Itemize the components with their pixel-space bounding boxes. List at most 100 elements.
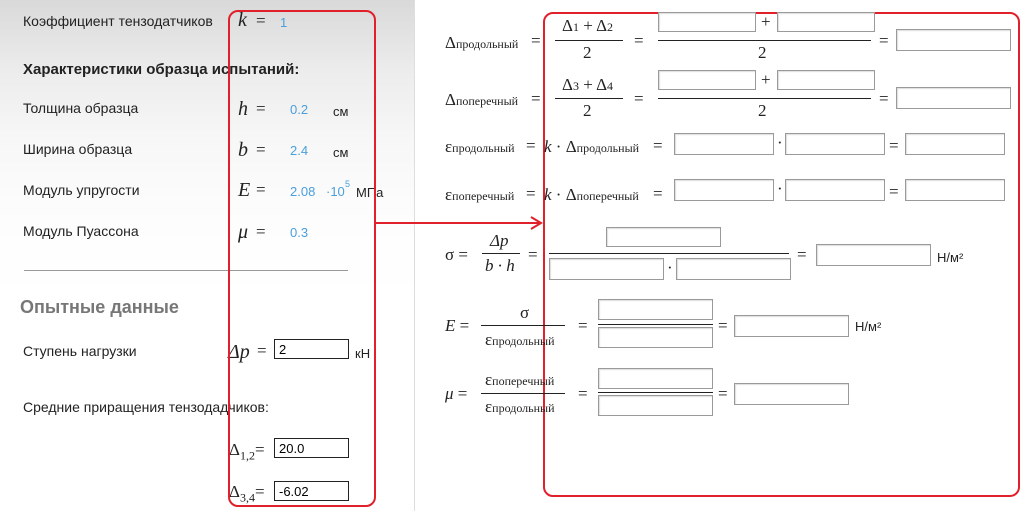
eps-long-result-box[interactable] xyxy=(905,133,1005,155)
modulus-eq: = xyxy=(256,180,266,199)
sample-heading: Характеристики образца испытаний: xyxy=(23,61,300,78)
gauge-factor-value: 1 xyxy=(280,15,288,30)
sigma-height-box[interactable] xyxy=(676,258,791,280)
delta2-result-box[interactable] xyxy=(777,12,875,32)
poisson-result-box[interactable] xyxy=(734,383,849,405)
eps-trans-factor1-box[interactable] xyxy=(674,179,774,201)
eps-trans-result-box[interactable] xyxy=(905,179,1005,201)
poisson-denominator-box[interactable] xyxy=(598,395,713,416)
d34-input[interactable] xyxy=(274,481,349,501)
modulus-denominator-box[interactable] xyxy=(598,327,713,348)
eps-trans-rhs: k · Δпоперечный xyxy=(544,185,639,204)
poisson-label: Модуль Пуассона xyxy=(23,223,139,239)
eps-long-factor2-box[interactable] xyxy=(785,133,885,155)
fraction-bar xyxy=(482,253,520,254)
d12-input[interactable] xyxy=(274,438,349,458)
eq-sign: = xyxy=(578,384,588,403)
eq-sign: = xyxy=(879,31,889,50)
load-step-input[interactable] xyxy=(274,339,349,359)
eq-sign: = xyxy=(653,184,663,203)
denominator-two: 2 xyxy=(758,43,767,62)
eq-sign: = xyxy=(634,89,644,108)
modulus-result-box[interactable] xyxy=(734,315,849,337)
sigma-unit: Н/м² xyxy=(937,250,964,265)
fraction-bar xyxy=(658,98,871,99)
poisson-formula-label: μ = xyxy=(445,384,468,403)
delta3-result-box[interactable] xyxy=(658,70,756,90)
eq-sign: = xyxy=(718,316,728,335)
d34-symbol: Δ3,4= xyxy=(229,482,265,505)
gauge-factor-label: Коэффициент тензодатчиков xyxy=(23,13,213,29)
width-unit: см xyxy=(333,145,349,160)
delta-trans-label: Δпоперечный xyxy=(445,90,519,109)
eps-long-label: εпродольный xyxy=(445,137,515,156)
width-value: 2.4 xyxy=(290,143,309,158)
denominator-two: 2 xyxy=(758,101,767,120)
sigma-width-box[interactable] xyxy=(549,258,664,280)
eq-sign: = xyxy=(528,245,538,264)
d12-symbol: Δ1,2= xyxy=(229,440,265,463)
experiment-heading: Опытные данные xyxy=(20,297,179,317)
load-step-label: Ступень нагрузки xyxy=(23,343,137,359)
fraction-bar xyxy=(481,393,565,394)
delta1-result-box[interactable] xyxy=(658,12,756,32)
poisson-denominator: εпродольный xyxy=(485,397,555,416)
eq-sign: = xyxy=(531,31,541,50)
eq-sign: = xyxy=(718,384,728,403)
width-label: Ширина образца xyxy=(23,141,133,157)
modulus-formula-label: E = xyxy=(445,316,470,335)
fraction-bar xyxy=(555,98,623,99)
modulus-label: Модуль упругости xyxy=(23,182,140,198)
panel-divider xyxy=(414,0,415,511)
poisson-numerator-box[interactable] xyxy=(598,368,713,389)
poisson-eq: = xyxy=(256,222,266,241)
eq-sign: = xyxy=(526,136,536,155)
modulus-exponent: 5 xyxy=(345,179,351,189)
poisson-value: 0.3 xyxy=(290,225,309,240)
delta-long-label: Δпродольный xyxy=(445,33,519,52)
eq-sign: = xyxy=(653,136,663,155)
width-symbol: b xyxy=(238,139,248,161)
eps-trans-label: εпоперечный xyxy=(445,185,515,204)
eq-sign: = xyxy=(889,182,899,201)
modulus-symbol: E xyxy=(238,179,251,201)
sigma-numerator: Δp xyxy=(490,231,509,250)
load-step-eq: = xyxy=(257,341,267,360)
eq-sign: = xyxy=(634,31,644,50)
sigma-denominator: b · h xyxy=(485,256,515,275)
modulus-multiplier: ·10 xyxy=(326,184,345,199)
eps-trans-factor2-box[interactable] xyxy=(785,179,885,201)
modulus-numerator-box[interactable] xyxy=(598,299,713,320)
modulus-value: 2.08 xyxy=(290,184,316,199)
sigma-numerator-box[interactable] xyxy=(606,227,721,247)
increments-label: Средние приращения тензодадчиков: xyxy=(23,399,269,415)
arrow-icon xyxy=(376,216,543,230)
fraction-bar xyxy=(598,324,713,325)
gauge-factor-eq: = xyxy=(256,11,266,30)
poisson-symbol: μ xyxy=(238,221,249,243)
width-eq: = xyxy=(256,140,266,159)
thickness-unit: см xyxy=(333,104,349,119)
delta-trans-result-box[interactable] xyxy=(896,87,1011,109)
plus-sign: + xyxy=(761,12,771,31)
dot-sign: · xyxy=(777,179,783,198)
thickness-value: 0.2 xyxy=(290,102,309,117)
load-step-unit: кН xyxy=(355,346,371,361)
modulus-denominator: εпродольный xyxy=(485,330,555,349)
eq-sign: = xyxy=(797,245,807,264)
dot-sign: · xyxy=(667,258,673,277)
plus-sign: + xyxy=(761,70,771,89)
gauge-factor-symbol: k xyxy=(238,9,247,31)
modulus-unit: Н/м² xyxy=(855,319,882,334)
delta4-result-box[interactable] xyxy=(777,70,875,90)
sigma-result-box[interactable] xyxy=(816,244,931,266)
input-highlight-frame xyxy=(228,10,376,507)
fraction-bar xyxy=(555,40,623,41)
poisson-numerator: εпоперечный xyxy=(485,370,555,389)
modulus-numerator: σ xyxy=(520,303,530,322)
section-divider xyxy=(24,270,348,271)
delta-long-result-box[interactable] xyxy=(896,29,1011,51)
eps-long-factor1-box[interactable] xyxy=(674,133,774,155)
thickness-eq: = xyxy=(256,99,266,118)
dot-sign: · xyxy=(777,133,783,152)
